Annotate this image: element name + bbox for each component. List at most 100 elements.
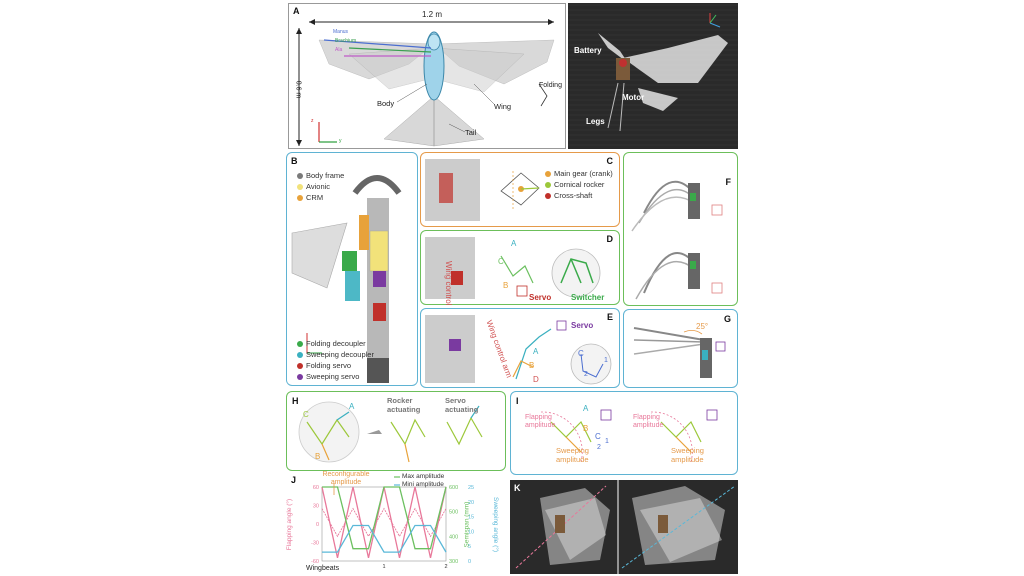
h-label-a: A [349, 402, 355, 411]
e-servo-label: Servo [571, 321, 594, 330]
y-tick-right: 5 [468, 544, 471, 550]
legend-folding-decoupler: Folding decoupler [297, 339, 374, 348]
d-label-a: A [511, 239, 517, 248]
x-tick: 1 [382, 564, 385, 570]
legend-dot [297, 351, 303, 358]
panel-d: D Wing control arm A C B Servo Switcher [420, 230, 620, 321]
panel-b: B Body frame Avionic CRM Folding decoupl… [286, 152, 418, 386]
legend-avionic: Avionic [297, 182, 344, 191]
i-label-b: B [583, 424, 589, 433]
panel-i: I Flapping amplitude Sweeping amplitude … [510, 391, 738, 475]
y-tick-right: 0 [468, 559, 471, 565]
e-label-1: 1 [604, 357, 608, 364]
d-switcher-label: Switcher [571, 293, 605, 302]
battery-label: Battery [574, 46, 602, 55]
axis-y-label: y [339, 138, 342, 144]
legend-dot [545, 192, 551, 199]
i-sweeping-left: Sweeping amplitude [556, 446, 589, 464]
y-tick-mid: 300 [449, 559, 458, 565]
d-label-b: B [503, 281, 509, 290]
legend-dot [297, 183, 303, 190]
y-tick-left: 30 [313, 504, 319, 510]
axis-z-label: z [311, 118, 314, 124]
robot-photo: Battery Motor Legs [568, 3, 738, 149]
y-tick-left: 0 [316, 522, 319, 528]
h-servo-label: Servo actuating [445, 396, 479, 414]
span-label: 1.2 m [422, 10, 443, 19]
mechanism-render-b [291, 175, 402, 383]
i-flapping-left: Flapping amplitude [525, 414, 556, 429]
series-line-2 [322, 486, 447, 550]
legend-sweeping-servo: Sweeping servo [297, 372, 374, 381]
j-ylabel-mid: Semispan (mm) [463, 501, 471, 548]
legend-sweeping-decoupler: Sweeping decoupler [297, 350, 374, 359]
d-label-c: C [498, 257, 504, 266]
panel-b-label: B [291, 156, 298, 166]
bird-render-top [296, 19, 555, 147]
tail-label: Tail [465, 128, 477, 137]
i-label-c: C [595, 432, 601, 441]
switcher-diagram [425, 237, 601, 299]
h-label-b: B [315, 452, 321, 461]
amplitude-diagram-i [540, 409, 718, 463]
series-line-3 [322, 524, 447, 553]
sweep-diagram [425, 315, 612, 385]
legs-label: Legs [586, 117, 605, 126]
feather-label-manus: Manus [333, 29, 349, 35]
legend-cornical-rocker: Cornical rocker [545, 180, 613, 189]
panel-b-legend-bottom: Folding decoupler Sweeping decoupler Fol… [297, 339, 374, 381]
panel-k-label: K [514, 483, 521, 493]
folding-label: Folding [539, 82, 562, 89]
robot-photo-drawing [568, 3, 738, 149]
j-ylabel-right: Sweeping angle (°) [492, 497, 499, 552]
y-tick-mid: 600 [449, 485, 458, 491]
legend-dot [297, 340, 303, 347]
h-rocker-label: Rocker actuating [387, 396, 421, 414]
y-tick-right: 25 [468, 485, 474, 491]
y-tick-mid: 400 [449, 534, 458, 540]
legend-dot [297, 172, 303, 179]
legend-dot [545, 181, 551, 188]
panel-b-legend-top: Body frame Avionic CRM [297, 171, 344, 202]
legend-main-gear: Main gear (crank) [545, 169, 613, 178]
panel-f: F [623, 152, 738, 306]
legend-crm: CRM [297, 193, 344, 202]
panel-g-label: G [723, 314, 731, 324]
legend-dot [545, 170, 551, 177]
panel-a: A 1.2 m 0.6 m Manus Brachium Ala Body [288, 3, 566, 149]
legend-dot [297, 362, 303, 369]
panel-d-label: D [606, 234, 614, 244]
panel-f-label: F [725, 177, 732, 187]
panel-h: H Rocker actuating Servo actuating C A B [286, 391, 506, 471]
i-label-1: 1 [605, 438, 609, 445]
panel-j-label: J [291, 475, 297, 485]
series-line-1 [321, 507, 447, 538]
legend-body-frame: Body frame [297, 171, 344, 180]
i-flapping-right: Flapping amplitude [633, 414, 664, 429]
j-legend-max: Max amplitude [402, 473, 445, 480]
panel-e-label: E [606, 312, 613, 322]
e-label-c: C [578, 349, 584, 358]
flight-photo-k [515, 480, 736, 574]
actuation-diagram-h [298, 401, 483, 463]
panel-c-label: C [606, 156, 614, 166]
legend-dot [297, 194, 303, 201]
legend-cross-shaft: Cross-shaft [545, 191, 613, 200]
i-label-2: 2 [597, 444, 601, 451]
feather-label-ala: Ala [335, 47, 343, 53]
panel-e: E Wing control arm Servo A B D C 1 2 [420, 308, 620, 388]
panel-g: G 25° [623, 309, 738, 388]
y-tick-left: -60 [311, 559, 319, 565]
panel-a-label: A [293, 6, 300, 16]
e-label-a: A [533, 347, 539, 356]
j-xlabel: Wingbeats [306, 565, 340, 572]
i-sweeping-right: Sweeping amplitude [671, 446, 704, 464]
panel-c-legend: Main gear (crank) Cornical rocker Cross-… [545, 169, 613, 200]
j-legend-mini: Mini amplitude [402, 481, 444, 488]
y-tick-right: 20 [468, 500, 474, 506]
feather-label-brachium: Brachium [335, 38, 357, 44]
y-tick-left: 60 [313, 485, 319, 491]
folding-render-f [631, 180, 723, 300]
